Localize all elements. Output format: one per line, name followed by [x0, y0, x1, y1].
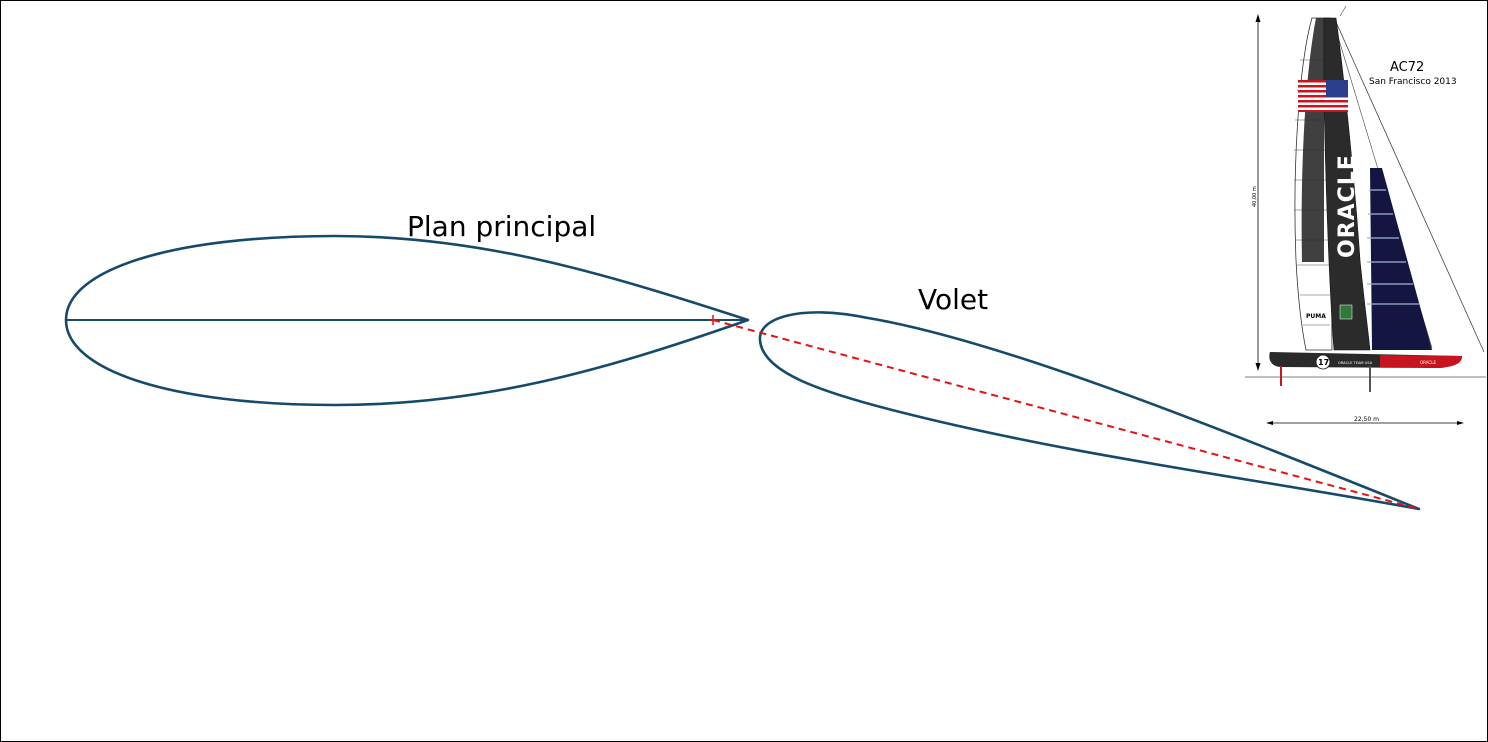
hull-red-bow — [1380, 355, 1462, 368]
flap: Volet — [709, 283, 1421, 511]
wing-flap-dark-band — [1301, 18, 1324, 262]
sponsor-puma: PUMA — [1306, 313, 1326, 320]
hull-logo: ORACLE — [1420, 360, 1436, 365]
length-dimension-label: 22,50 m — [1354, 416, 1379, 423]
flap-label: Volet — [918, 283, 988, 316]
forestay — [1335, 21, 1485, 353]
sail-number: 17 — [1318, 358, 1329, 367]
boat-inset: 40,00 m 22,50 m — [1245, 5, 1486, 425]
main-element-label: Plan principal — [407, 210, 596, 243]
hull-text: ORACLE TEAM USA — [1338, 361, 1373, 365]
sponsor-badge — [1339, 304, 1353, 320]
main-element: Plan principal — [64, 210, 750, 407]
boat-model: AC72 — [1390, 60, 1424, 75]
flap-chord-line-dashed — [712, 319, 1420, 510]
height-dimension: 40,00 m — [1252, 14, 1261, 371]
height-dimension-label: 40,00 m — [1252, 186, 1258, 207]
jib-battens — [1367, 189, 1419, 305]
length-dimension: 22,50 m — [1266, 416, 1464, 425]
flap-outline — [758, 311, 1421, 511]
jib-sail — [1370, 168, 1432, 350]
boat-event: San Francisco 2013 — [1369, 77, 1457, 87]
wing-logo: ORACLE — [1335, 154, 1360, 258]
shroud-2 — [1339, 5, 1347, 17]
us-flag — [1298, 80, 1348, 112]
sail-number-badge — [1315, 354, 1331, 370]
hull: 17 ORACLE TEAM USA ORACLE — [1269, 352, 1462, 392]
